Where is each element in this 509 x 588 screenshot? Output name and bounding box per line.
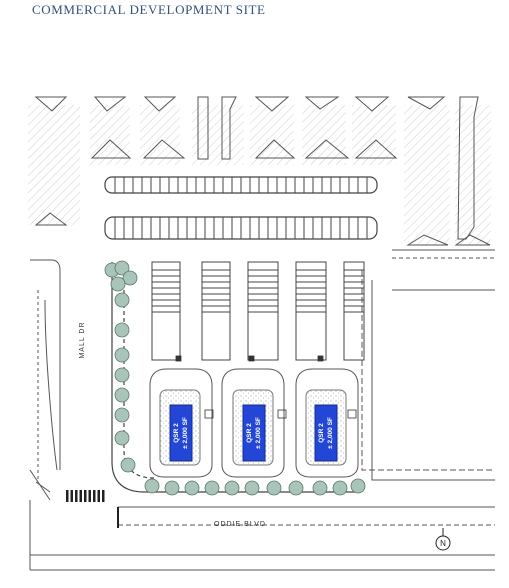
tree (312, 480, 328, 496)
building-3-name: QSR 2 (318, 423, 325, 443)
qsr-building-1: QSR 2 ± 2,000 SF (169, 404, 193, 462)
lower-stall-lines (152, 269, 364, 313)
site-boundary (111, 262, 360, 493)
tree (204, 480, 220, 496)
building-3-area: ± 2,000 SF (327, 417, 334, 449)
upper-parking-area (28, 96, 491, 246)
tree (114, 292, 130, 308)
crosswalk (66, 490, 105, 502)
building-2-name: QSR 2 (246, 423, 253, 443)
mall-dr-road (29, 259, 61, 570)
tree (224, 480, 240, 496)
building-1-name: QSR 2 (173, 423, 180, 443)
qsr-building-2: QSR 2 ± 2,000 SF (242, 404, 266, 462)
lower-parking-rows (151, 261, 365, 361)
tree (184, 480, 200, 496)
building-2-area: ± 2,000 SF (255, 417, 262, 449)
oddie-blvd-label: ODDIE BLVD (214, 521, 266, 528)
north-arrow-label: N (440, 539, 446, 548)
tree (266, 480, 282, 496)
site-fixtures (175, 355, 357, 419)
tree (114, 347, 130, 363)
parking-stall-lines (114, 177, 368, 239)
mall-dr-label: MALL DR (79, 321, 86, 358)
tree (244, 480, 260, 496)
tree (350, 478, 366, 494)
trees (104, 260, 366, 496)
building-1-area: ± 2,000 SF (182, 417, 189, 449)
planter-islands (34, 96, 491, 246)
tree (122, 270, 138, 286)
tree (110, 276, 126, 292)
tree (114, 260, 130, 276)
east-access-road (361, 249, 495, 481)
tree (164, 480, 180, 496)
tree (288, 480, 304, 496)
tree (120, 457, 136, 473)
tree (114, 367, 130, 383)
drive-thru-lanes (149, 368, 359, 478)
oddie-blvd-road (30, 506, 495, 571)
north-arrow: N (435, 528, 451, 551)
qsr-building-3: QSR 2 ± 2,000 SF (314, 404, 338, 462)
tree (144, 478, 160, 494)
tree (114, 387, 130, 403)
tree (114, 407, 130, 423)
tree (114, 322, 130, 338)
page-title: COMMERCIAL DEVELOPMENT SITE (32, 2, 266, 17)
tree (332, 480, 348, 496)
tree (114, 430, 130, 446)
